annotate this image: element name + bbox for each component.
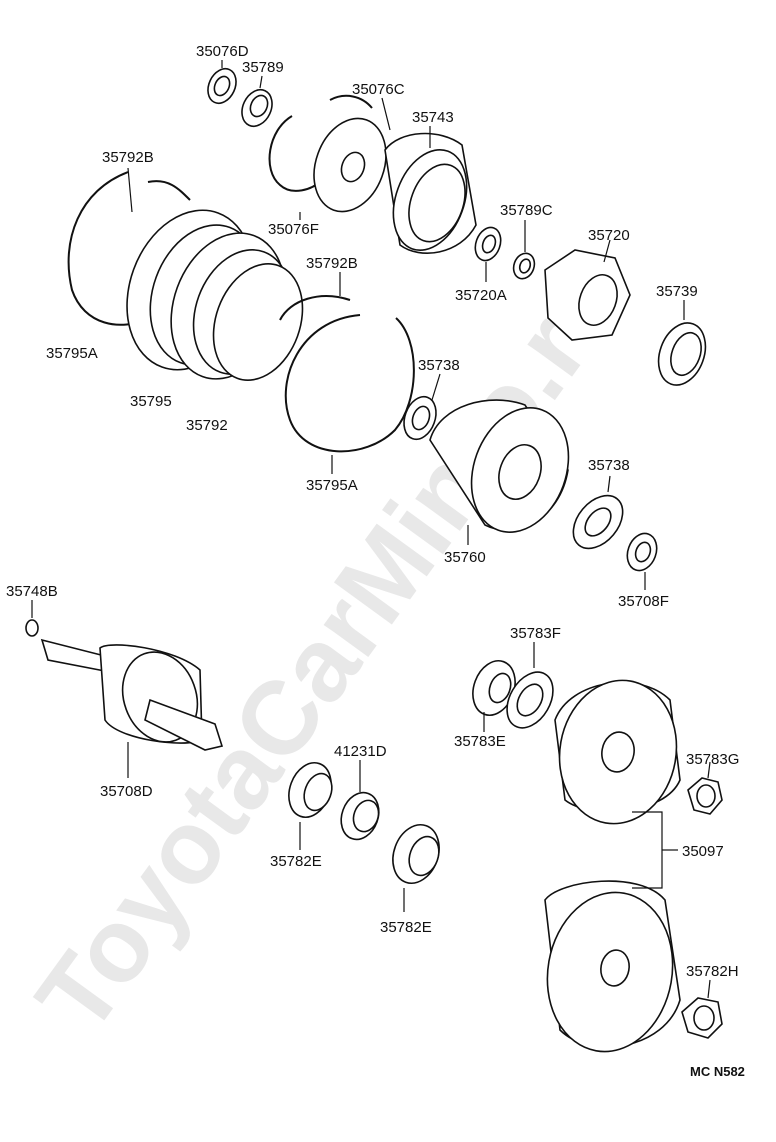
label-41231D: 41231D	[334, 743, 387, 760]
part-35783G-nut	[687, 761, 723, 815]
label-35782H: 35782H	[686, 963, 739, 980]
part-35720A-bearing	[474, 226, 502, 282]
label-35720: 35720	[588, 227, 630, 244]
part-35792B-ring-a	[67, 167, 191, 326]
label-35097: 35097	[682, 843, 724, 860]
part-35076D-bearing	[207, 60, 237, 105]
part-35783F-bearing	[506, 642, 554, 729]
part-41231D-bushing	[340, 760, 380, 841]
part-35738-washer-a	[403, 373, 441, 441]
label-35720A: 35720A	[455, 287, 507, 304]
label-35782E-b: 35782E	[380, 919, 432, 936]
drawing-code: MC N582	[690, 1064, 745, 1079]
label-35076C: 35076C	[352, 81, 405, 98]
label-35783E: 35783E	[454, 733, 506, 750]
part-35760-drum	[429, 399, 570, 545]
part-35748B-ring	[25, 600, 39, 637]
part-35739-bearing	[657, 300, 707, 386]
part-35097-gear-lower	[544, 880, 681, 1053]
part-35789C-washer	[512, 220, 536, 280]
part-35782E-gear-a	[288, 762, 333, 850]
part-35782H-nut	[681, 979, 723, 1039]
label-35708F: 35708F	[618, 593, 669, 610]
part-35720-carrier	[544, 239, 631, 341]
label-35789C: 35789C	[500, 202, 553, 219]
label-35760: 35760	[444, 549, 486, 566]
label-35738-a: 35738	[418, 357, 460, 374]
label-35795: 35795	[130, 393, 172, 410]
part-35738-washer-b	[572, 475, 624, 550]
part-35743-drum	[384, 126, 477, 254]
part-35782E-gear-b	[392, 824, 440, 912]
part-35783E-bearing	[472, 660, 516, 732]
label-35708D: 35708D	[100, 783, 153, 800]
label-35739: 35739	[656, 283, 698, 300]
part-35708D-shaft	[40, 638, 224, 778]
label-35783G: 35783G	[686, 751, 739, 768]
part-35076C-hub	[313, 94, 391, 213]
label-35738-b: 35738	[588, 457, 630, 474]
part-35792B-ring-b	[279, 272, 351, 321]
part-35076F-snap-ring	[268, 115, 323, 220]
label-35743: 35743	[412, 109, 454, 126]
part-35708F-bearing	[626, 532, 658, 590]
part-35795A-snap-ring	[284, 314, 415, 474]
label-35076F: 35076F	[268, 221, 319, 238]
label-35795A-b: 35795A	[306, 477, 358, 494]
label-35795A-a: 35795A	[46, 345, 98, 362]
part-35789-washer	[241, 75, 273, 128]
label-35792B-a: 35792B	[102, 149, 154, 166]
part-35097-leader	[632, 811, 678, 889]
part-35795-clutch-pack	[126, 209, 304, 381]
part-35097-gear-upper	[554, 679, 681, 825]
label-35792B-b: 35792B	[306, 255, 358, 272]
label-35076D: 35076D	[196, 43, 249, 60]
label-35783F: 35783F	[510, 625, 561, 642]
label-35782E-a: 35782E	[270, 853, 322, 870]
label-35792: 35792	[186, 417, 228, 434]
label-35748B: 35748B	[6, 583, 58, 600]
label-35789: 35789	[242, 59, 284, 76]
